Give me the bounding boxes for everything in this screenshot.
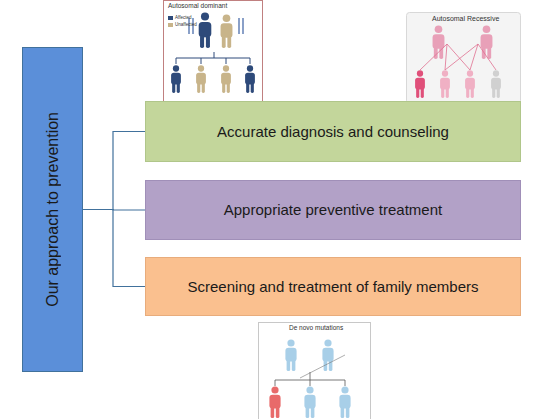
process-box: Accurate diagnosis and counseling — [145, 101, 521, 162]
elbow-connector — [83, 209, 145, 211]
band-label: Our approach to prevention — [44, 112, 62, 307]
panel-title: Autosomal Recessive — [432, 15, 499, 22]
box-label: Accurate diagnosis and counseling — [217, 123, 449, 141]
recessive-illustration — [407, 13, 521, 104]
box-label: Appropriate preventive treatment — [224, 201, 442, 219]
elbow-connector — [83, 210, 145, 287]
dominant-illustration — [164, 1, 263, 103]
panel-title: Autosomal dominant — [168, 3, 227, 10]
elbow-connector — [83, 132, 145, 210]
process-box: Appropriate preventive treatment — [145, 180, 521, 240]
process-box: Screening and treatment of family member… — [145, 257, 521, 316]
legend-text: Affected — [175, 16, 191, 21]
panel-title: De novo mutations — [289, 325, 343, 332]
box-label: Screening and treatment of family member… — [188, 278, 479, 296]
root-band: Our approach to prevention — [22, 47, 83, 372]
legend-text: Unaffected — [175, 23, 197, 28]
de-novo-illustration — [259, 323, 371, 419]
